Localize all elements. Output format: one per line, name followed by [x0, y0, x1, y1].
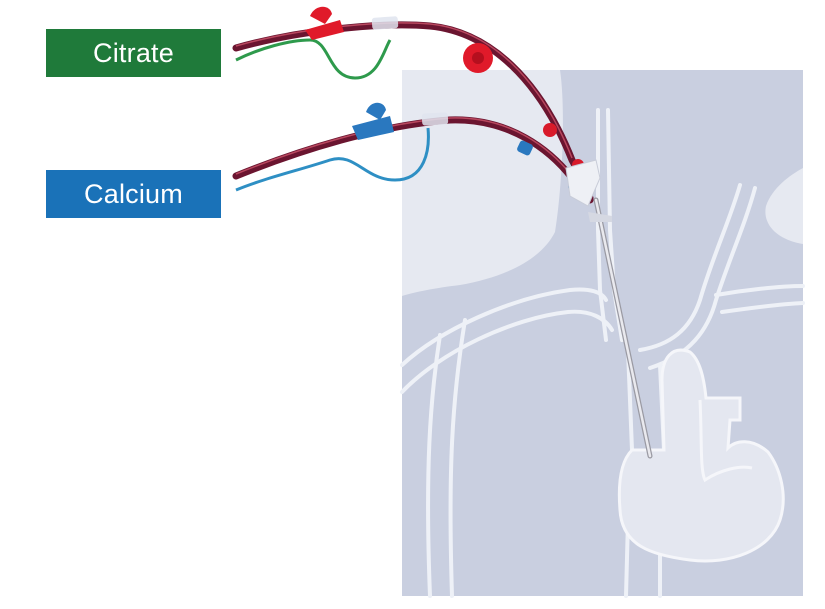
- calcium-label: Calcium: [46, 170, 221, 218]
- right-shoulder-region: [765, 168, 803, 244]
- citrate-catheter-highlight: [235, 22, 573, 159]
- heart-inner-line: [698, 399, 753, 483]
- citrate-line: [235, 38, 392, 80]
- calcium-line: [235, 127, 430, 192]
- shoulder-region: [402, 70, 563, 296]
- red-clamp: [305, 6, 344, 40]
- catheter-wing: [588, 212, 612, 222]
- connector-sleeve: [371, 16, 399, 30]
- catheter-hub: [565, 159, 601, 207]
- connector-sleeve: [421, 112, 449, 126]
- citrate-label: Citrate: [46, 29, 221, 77]
- inserted-catheter: [593, 197, 653, 459]
- red-connector: [543, 123, 557, 137]
- blue-connector: [517, 140, 533, 156]
- red-disc-hub: [472, 52, 484, 64]
- calcium-catheter-highlight: [235, 117, 573, 177]
- blue-clamp: [352, 102, 394, 140]
